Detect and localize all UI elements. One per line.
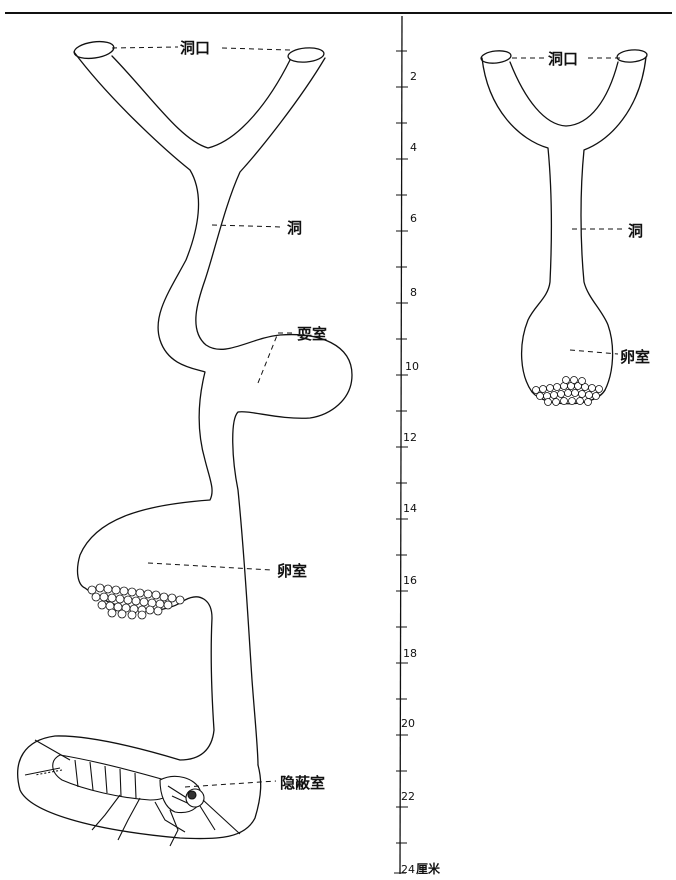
- label-hiding-chamber: 隐蔽室: [280, 774, 325, 792]
- left-egg-clutch: [88, 584, 184, 619]
- scale-label-2: 2: [410, 70, 417, 83]
- label-egg-chamber-left: 卵室: [277, 562, 307, 580]
- leader-mating-chamber: [258, 333, 278, 383]
- scale-label-24: 24: [401, 863, 415, 876]
- scale-label-8: 8: [410, 286, 417, 299]
- scale-unit: 厘米: [416, 861, 441, 876]
- label-tunnel-left: 洞: [287, 219, 302, 237]
- left-entrance-opening-a: [73, 39, 115, 60]
- label-egg-chamber-right: 卵室: [620, 348, 650, 366]
- right-entrance-opening-a: [480, 49, 511, 64]
- right-burrow-inner-edge: [510, 62, 618, 126]
- label-mating-chamber: 耍室: [297, 325, 327, 343]
- scale-label-6: 6: [410, 212, 417, 225]
- cricket-icon: [25, 740, 240, 846]
- leader-tunnel-left: [212, 225, 282, 227]
- label-entrance-right: 洞口: [548, 50, 578, 68]
- scale-label-10: 10: [405, 360, 419, 373]
- depth-scale: 2 4 6 8 10 12 14 16 18 20 22 24 厘米: [394, 16, 441, 876]
- leader-egg-chamber-left: [148, 563, 272, 570]
- left-burrow-inner-edge: [112, 56, 290, 148]
- left-entrance-opening-b: [287, 46, 324, 63]
- scale-label-14: 14: [403, 502, 417, 515]
- scale-axis-line: [400, 16, 402, 874]
- scale-label-12: 12: [403, 431, 417, 444]
- right-burrow-left-wall: [482, 58, 605, 404]
- right-entrance-opening-b: [617, 49, 648, 64]
- scale-label-22: 22: [401, 790, 415, 803]
- scale-label-18: 18: [403, 647, 417, 660]
- leader-egg-chamber-right: [570, 350, 618, 354]
- right-egg-clutch: [533, 377, 603, 406]
- leader-entrance-left-b: [222, 48, 290, 50]
- leader-hiding-chamber: [185, 781, 276, 787]
- scale-label-4: 4: [410, 141, 417, 154]
- scale-label-20: 20: [401, 717, 415, 730]
- leader-entrance-left-a: [112, 47, 178, 48]
- scale-label-16: 16: [403, 574, 417, 587]
- left-burrow-left-wall: [18, 52, 261, 839]
- label-tunnel-right: 洞: [628, 222, 643, 240]
- left-burrow-right-wall: [196, 58, 352, 765]
- label-entrance-left: 洞口: [180, 39, 210, 57]
- left-burrow: [18, 39, 352, 846]
